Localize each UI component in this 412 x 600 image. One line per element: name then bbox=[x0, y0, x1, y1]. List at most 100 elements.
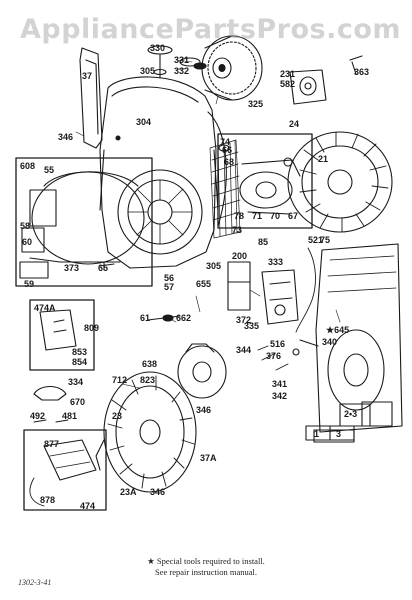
callout-516: 516 bbox=[270, 339, 286, 349]
callout-200: 200 bbox=[232, 251, 248, 261]
callout-75: 75 bbox=[320, 235, 331, 245]
callout-335: 335 bbox=[244, 321, 260, 331]
legend-box bbox=[305, 403, 371, 441]
fastener-cluster-part bbox=[147, 45, 207, 79]
callout-823: 823 bbox=[140, 375, 156, 385]
callout-59: 59 bbox=[24, 279, 35, 289]
callout-372: 372 bbox=[236, 315, 252, 325]
callout-70: 70 bbox=[270, 211, 281, 221]
callout-474: 474 bbox=[80, 501, 96, 511]
callout-853: 853 bbox=[72, 347, 88, 357]
bracket-part bbox=[289, 55, 363, 105]
callout-331: 331 bbox=[174, 55, 190, 65]
callout-2-3: 2•3 bbox=[344, 409, 358, 419]
callout-376: 376 bbox=[266, 351, 282, 361]
callout-37: 37 bbox=[82, 71, 93, 81]
callout-655: 655 bbox=[196, 279, 212, 289]
callout-305b: 305 bbox=[206, 261, 222, 271]
flywheel-part bbox=[95, 371, 197, 493]
callout-481: 481 bbox=[62, 411, 78, 421]
rotating-screen-part bbox=[201, 35, 263, 101]
callout-68: 68 bbox=[224, 157, 235, 167]
document-number: 1302-3-41 bbox=[18, 578, 52, 587]
coil-assembly-box bbox=[29, 299, 95, 371]
blower-housing-part bbox=[99, 76, 227, 269]
engine-block-part bbox=[313, 243, 403, 443]
callout-342: 342 bbox=[272, 391, 288, 401]
callout-582: 582 bbox=[280, 79, 296, 89]
callout-73: 73 bbox=[232, 225, 243, 235]
footnote-line-2: See repair instruction manual. bbox=[155, 567, 257, 577]
callout-231: 231 bbox=[280, 69, 296, 79]
watermark-text: AppliancePartsPros.com bbox=[20, 14, 402, 45]
starter-clutch-part bbox=[177, 343, 227, 399]
callout-67: 67 bbox=[288, 211, 299, 221]
callout-340: 340 bbox=[322, 337, 338, 347]
callout-334: 334 bbox=[68, 377, 84, 387]
callout-37A: 37A bbox=[200, 453, 217, 463]
callout-57: 57 bbox=[164, 282, 175, 292]
callout-878: 878 bbox=[40, 495, 56, 505]
callout-608: 608 bbox=[20, 161, 36, 171]
callout-85: 85 bbox=[258, 237, 269, 247]
callout-332: 332 bbox=[174, 66, 190, 76]
callout-373: 373 bbox=[64, 263, 80, 273]
footnote-line-1: ★ Special tools required to install. bbox=[147, 556, 265, 566]
callout-670: 670 bbox=[70, 397, 86, 407]
callout-58: 58 bbox=[20, 221, 31, 231]
callout-638: 638 bbox=[142, 359, 158, 369]
callout-3: 3 bbox=[336, 429, 342, 439]
starter-pulley-part bbox=[117, 169, 203, 255]
screen-mesh-part bbox=[209, 139, 241, 239]
callout-474A: 474A bbox=[34, 303, 56, 313]
carburetor-part bbox=[227, 261, 251, 311]
callout-304: 304 bbox=[136, 117, 152, 127]
small-screw-part bbox=[99, 261, 115, 271]
callout-78: 78 bbox=[234, 211, 245, 221]
callout-61: 61 bbox=[140, 313, 151, 323]
callout-346: 346 bbox=[58, 132, 74, 142]
callout-60: 60 bbox=[22, 237, 33, 247]
callout-363: 363 bbox=[354, 67, 370, 77]
callout-712: 712 bbox=[112, 375, 128, 385]
callout-23: 23 bbox=[112, 411, 123, 421]
callout-662: 662 bbox=[176, 313, 192, 323]
callout-71: 71 bbox=[252, 211, 263, 221]
flywheel-shroud-part bbox=[287, 131, 393, 233]
armature-box bbox=[23, 429, 107, 511]
callout-24: 24 bbox=[289, 119, 300, 129]
callout-56: 56 bbox=[164, 273, 175, 283]
callout-333: 333 bbox=[268, 257, 284, 267]
magneto-assembly-box bbox=[217, 133, 313, 229]
screw-pair-part bbox=[33, 419, 69, 423]
washer-part bbox=[218, 144, 230, 152]
starter-assembly-box bbox=[15, 157, 153, 287]
callout-521: 521 bbox=[308, 235, 324, 245]
callout-305: 305 bbox=[140, 66, 156, 76]
callout-74: 74 bbox=[220, 137, 231, 147]
cap-part bbox=[33, 385, 67, 401]
callout-346b: 346 bbox=[196, 405, 212, 415]
callout-66: 66 bbox=[222, 145, 233, 155]
callout-330: 330 bbox=[150, 43, 166, 53]
callout-23A: 23A bbox=[120, 487, 137, 497]
callout-55: 55 bbox=[44, 165, 55, 175]
callout-341: 341 bbox=[272, 379, 288, 389]
callout-65: 65 bbox=[98, 263, 109, 273]
callout-854: 854 bbox=[72, 357, 88, 367]
callout-346c: 346 bbox=[150, 487, 166, 497]
callout-877: 877 bbox=[44, 439, 60, 449]
governor-spring-part bbox=[295, 247, 316, 333]
leader-lines bbox=[75, 59, 341, 389]
callout-492: 492 bbox=[30, 411, 46, 421]
heat-shield-part bbox=[79, 47, 103, 149]
callout-325: 325 bbox=[248, 99, 264, 109]
pin-cluster-part bbox=[257, 339, 319, 371]
callout-1: 1 bbox=[314, 429, 320, 439]
linkage-plate-part bbox=[261, 269, 299, 325]
callout-809: 809 bbox=[84, 323, 100, 333]
callout-645: ★645 bbox=[326, 325, 350, 335]
callout-21: 21 bbox=[318, 154, 329, 164]
callout-344: 344 bbox=[236, 345, 252, 355]
